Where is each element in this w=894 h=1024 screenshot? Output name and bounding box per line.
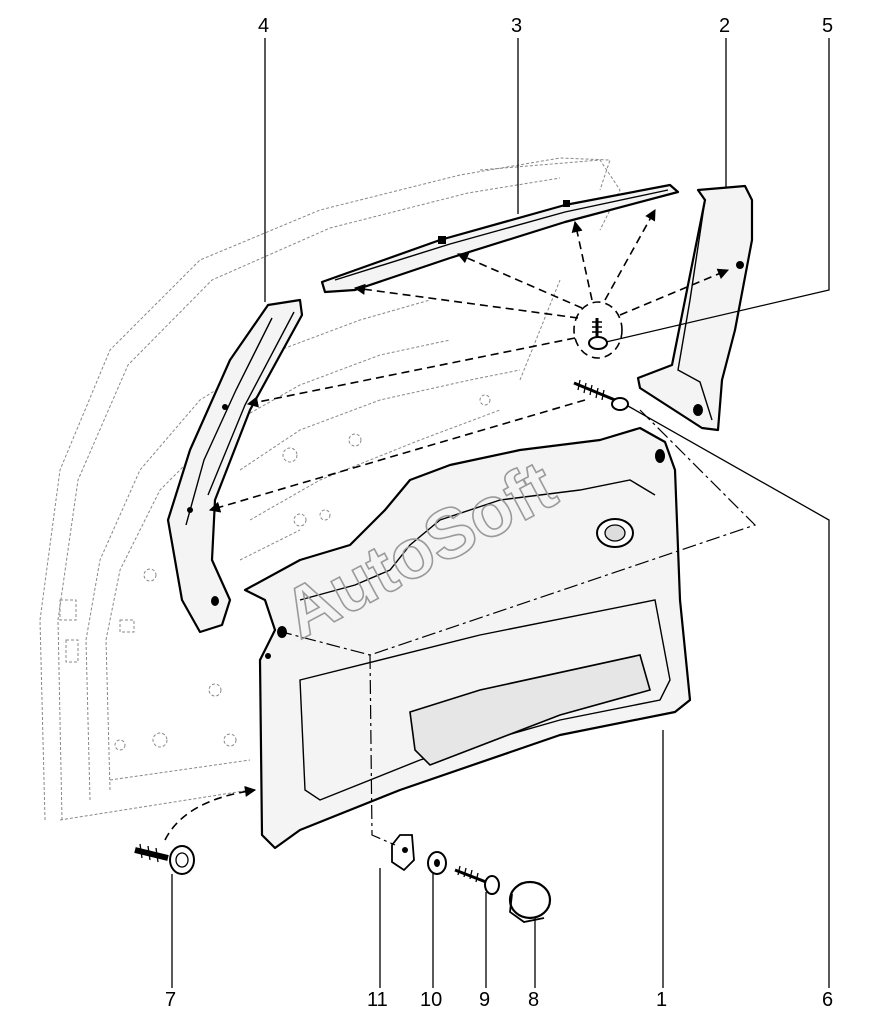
- callout-3: 3: [511, 15, 522, 37]
- leader-lines: [171, 38, 830, 988]
- callout-9: 9: [479, 989, 490, 1011]
- door-frame-outline: [39, 157, 621, 821]
- callout-6: 6: [822, 989, 833, 1011]
- assembly-arrows: [164, 209, 730, 841]
- part-9-screw: [454, 865, 500, 895]
- callout-8: 8: [528, 989, 539, 1011]
- part-8-cap: [508, 880, 552, 923]
- callout-11: 11: [367, 989, 388, 1011]
- part-6-long-screw: [573, 379, 629, 411]
- callout-5: 5: [822, 15, 833, 37]
- part-11-clip: [391, 834, 415, 872]
- part-5-screw: [588, 318, 608, 350]
- part-10-washer: [427, 851, 447, 875]
- assembly-centerlines: [281, 409, 757, 846]
- callout-10: 10: [420, 989, 442, 1011]
- part-3-window-sill-strip: [320, 183, 680, 294]
- part-7-clip-screw: [134, 843, 195, 875]
- part-4-pillar-trim: [166, 298, 304, 634]
- callout-2: 2: [719, 15, 730, 37]
- part-2-rear-pillar-trim: [636, 184, 754, 432]
- callout-1: 1: [656, 989, 667, 1011]
- callout-labels: 4 3 2 5 7 11 10 9 8 1 6: [165, 15, 833, 1011]
- part-1-door-trim-panel: [243, 426, 692, 850]
- callout-7: 7: [165, 989, 176, 1011]
- callout-4: 4: [258, 15, 269, 37]
